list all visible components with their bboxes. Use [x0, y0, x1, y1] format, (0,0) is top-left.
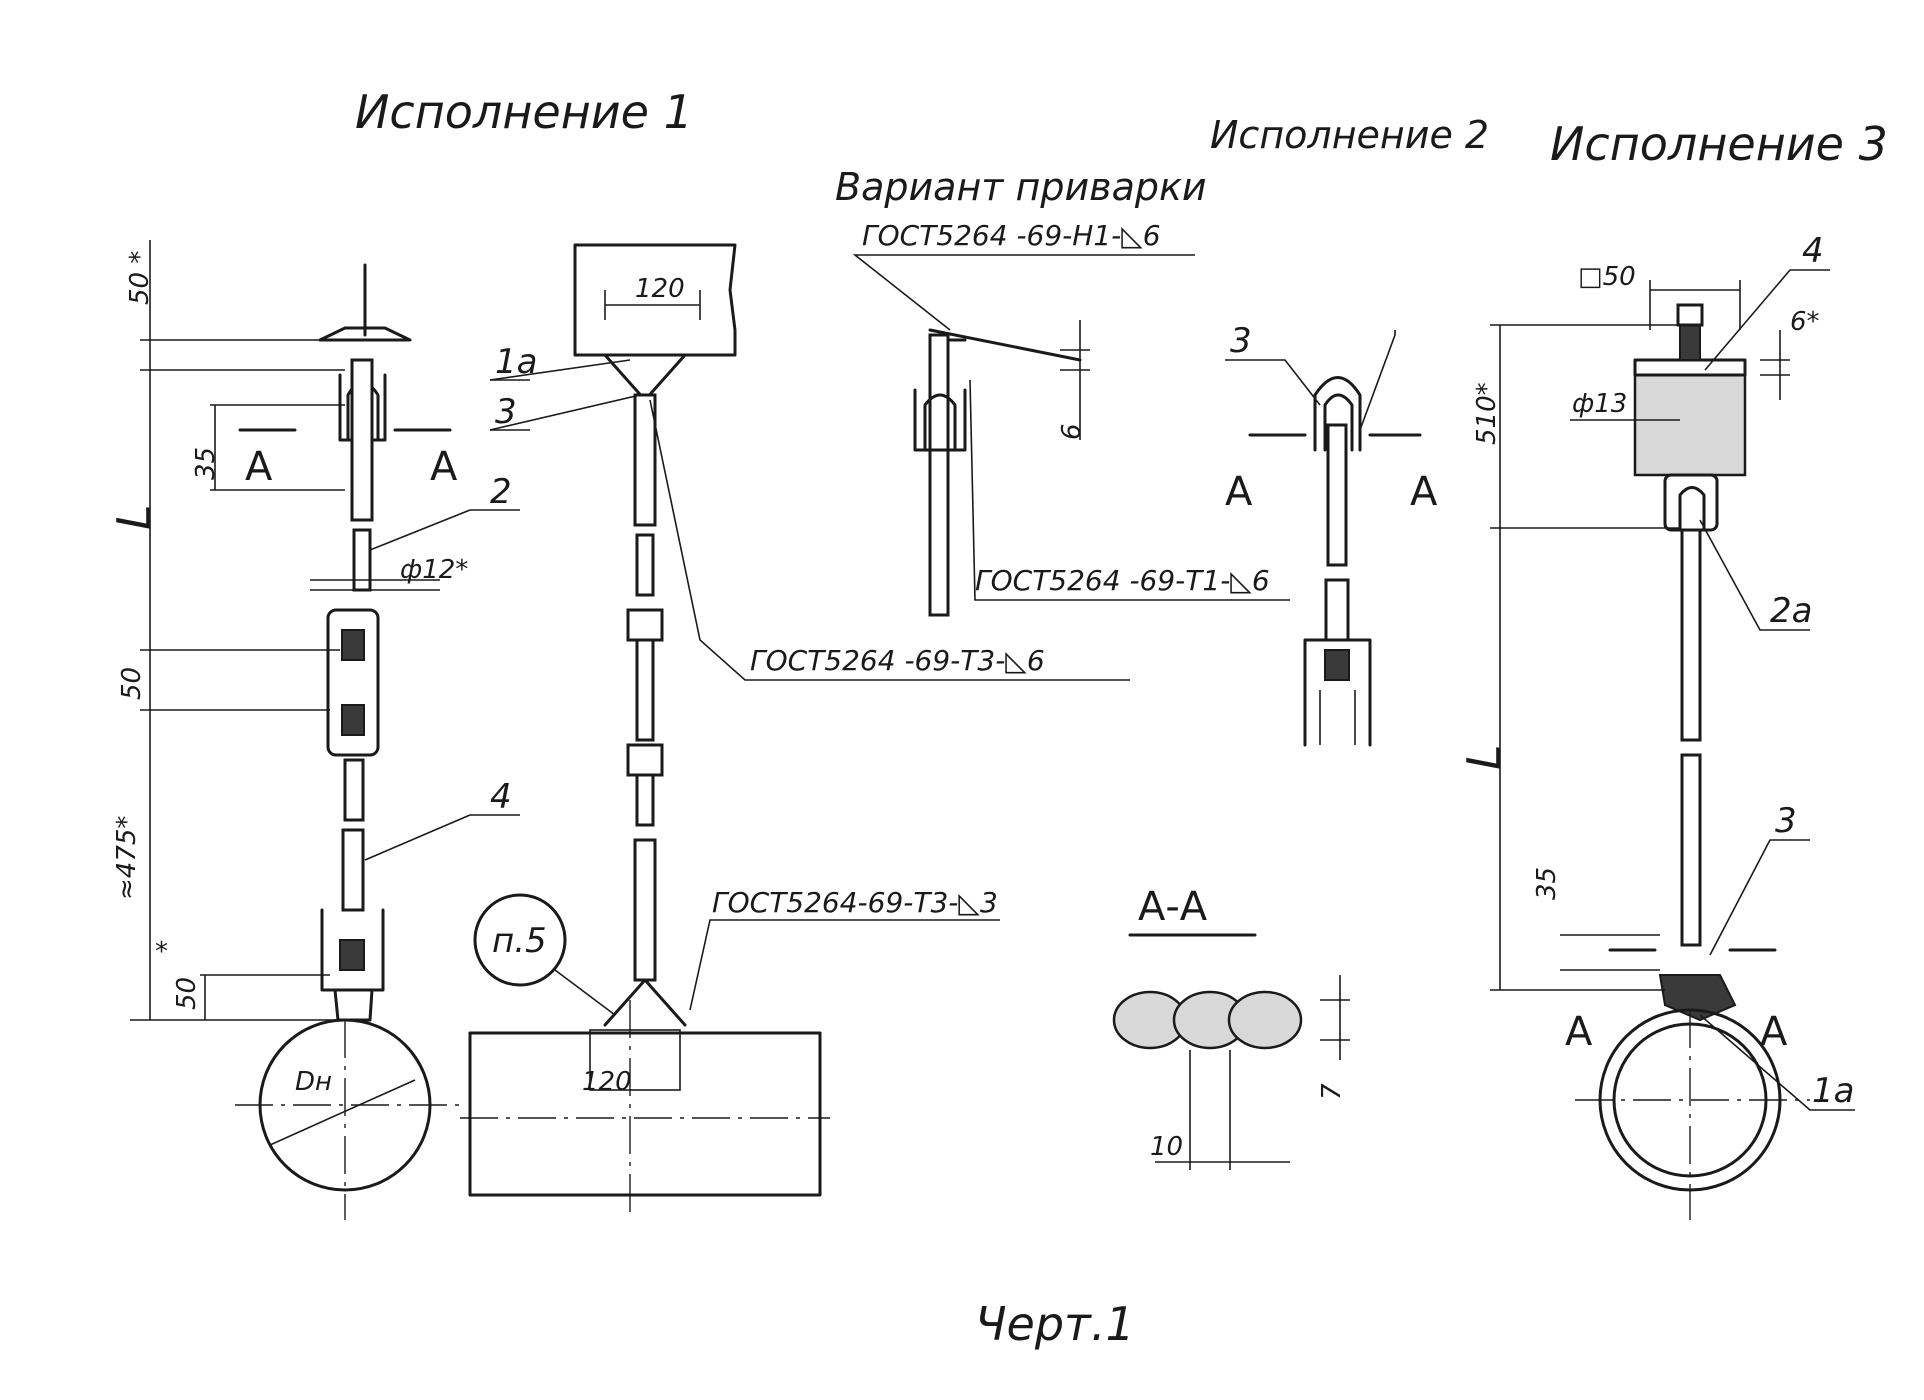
section-aa-label: А-А: [1138, 884, 1208, 930]
position-4: 4: [490, 777, 512, 817]
position-1a: 1а: [495, 342, 537, 382]
dim-phi12: ф12*: [400, 555, 468, 585]
section-mark-a-left: А: [245, 444, 273, 490]
section-mark-a2-left: А: [1225, 469, 1253, 515]
title-variant-2: Исполнение 2: [1210, 113, 1489, 157]
position-2: 2: [490, 472, 512, 512]
dim-50-low: 50: [172, 977, 202, 1010]
weld-spec-t1: ГОСТ5264 -69-Т1-◺6: [975, 564, 1270, 597]
position-1a-variant-3: 1а: [1812, 1071, 1854, 1111]
section-mark-a2-right: А: [1410, 469, 1438, 515]
section-mark-a-right: А: [430, 444, 458, 490]
dim-L: L: [107, 504, 161, 530]
section-mark-a3-right: А: [1760, 1009, 1788, 1055]
dim-50: 50: [117, 667, 147, 700]
variant-1-side-view: 120 120 1а 3 ГОСТ5264 -69-Т3-◺6 п.5 ГОСТ…: [460, 243, 1130, 1220]
weld-spec-t3: ГОСТ5264 -69-Т3-◺6: [750, 644, 1045, 677]
variant-1-hanger: [235, 263, 460, 1220]
weld-spec-t3-small: ГОСТ5264-69-Т3-◺3: [712, 886, 998, 919]
dim-Dn: Dн: [295, 1067, 332, 1097]
dim-50-star: 50 *: [125, 251, 155, 305]
dim-120-bottom: 120: [582, 1067, 632, 1097]
title-variant-3: Исполнение 3: [1550, 117, 1888, 171]
dim-120-top: 120: [635, 274, 685, 304]
title-weld-option: Вариант приварки: [835, 165, 1207, 209]
dim-approx-475: ≈475*: [112, 816, 142, 900]
section-mark-a3-left: А: [1565, 1009, 1593, 1055]
weld-spec-h1: ГОСТ5264 -69-Н1-◺6: [862, 219, 1161, 252]
variant-3-hanger: □50 6* ф13 510* L 35 А А 4 2а 3 1а: [1457, 231, 1855, 1220]
weld-option-detail: 6 ГОСТ5264 -69-Н1-◺6 ГОСТ5264 -69-Т1-◺6: [852, 219, 1290, 617]
dim-35: 35: [191, 447, 221, 480]
position-4-variant-3: 4: [1802, 231, 1824, 271]
dim-10: 10: [1150, 1132, 1183, 1162]
variant-1-dimensions: 50 * 35 L 50 ≈475* 50 * ф12* Dн А А 2 4: [107, 240, 520, 1097]
sheet-caption: Черт.1: [975, 1297, 1135, 1351]
position-3: 3: [495, 392, 517, 432]
dim-6-star: 6*: [1790, 307, 1820, 337]
position-3-variant-2: 3: [1230, 321, 1252, 361]
position-2a: 2а: [1770, 591, 1812, 631]
title-variant-1: Исполнение 1: [355, 85, 693, 139]
position-3-variant-3: 3: [1775, 801, 1797, 841]
dim-6: 6: [1057, 423, 1087, 440]
dim-510-star: 510*: [1472, 382, 1502, 445]
note-callout-n5: п.5: [492, 921, 547, 961]
section-a-a: А-А 7 10: [1112, 884, 1350, 1170]
dim-star-marker: *: [155, 937, 168, 967]
dim-7: 7: [1317, 1083, 1347, 1100]
dim-L-variant-3: L: [1457, 744, 1511, 770]
variant-2-hanger: А А 3: [1225, 321, 1438, 747]
dim-phi13: ф13: [1572, 389, 1627, 419]
dim-square-50: □50: [1578, 262, 1636, 292]
dim-35-variant-3: 35: [1532, 867, 1562, 900]
